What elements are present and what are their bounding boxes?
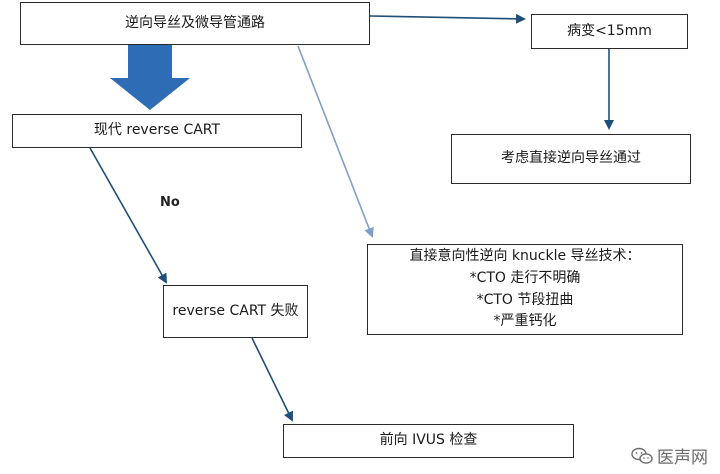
node-modern-reverse-cart-label: 现代 reverse CART xyxy=(93,122,221,139)
arrow-fail-to-ivus xyxy=(251,337,293,422)
node-direct-retrograde-label: 考虑直接逆向导丝通过 xyxy=(501,150,641,167)
node-reverse-cart-failure: reverse CART 失败 xyxy=(163,285,308,338)
node-modern-reverse-cart: 现代 reverse CART xyxy=(12,114,302,148)
node-ivus-exam-label: 前向 IVUS 检查 xyxy=(379,432,478,449)
big-down-arrow xyxy=(110,45,190,110)
node-lesion-length-label: 病变<15mm xyxy=(567,22,652,39)
node-ivus-exam: 前向 IVUS 检查 xyxy=(283,424,574,458)
watermark: 医声网 xyxy=(631,443,708,468)
node-reverse-cart-failure-label: reverse CART 失败 xyxy=(172,302,299,319)
arrow-start-to-knuckle xyxy=(297,45,374,238)
edge-label-no: No xyxy=(160,195,180,210)
wechat-icon xyxy=(631,447,653,465)
node-lesion-length: 病变<15mm xyxy=(531,14,688,49)
node-retrograde-access-label: 逆向导丝及微导管通路 xyxy=(125,14,265,31)
node-direct-retrograde: 考虑直接逆向导丝通过 xyxy=(451,134,691,184)
watermark-text: 医声网 xyxy=(657,448,708,468)
node-retrograde-access: 逆向导丝及微导管通路 xyxy=(20,2,370,45)
arrow-cart-to-fail xyxy=(89,147,167,284)
node-knuckle-technique: 直接意向性逆向 knuckle 导丝技术： *CTO 走行不明确 *CTO 节段… xyxy=(367,244,683,335)
knuckle-item: *CTO 节段扭曲 xyxy=(476,291,574,308)
knuckle-title: 直接意向性逆向 knuckle 导丝技术： xyxy=(409,248,641,265)
knuckle-item: *严重钙化 xyxy=(493,313,557,330)
knuckle-item: *CTO 走行不明确 xyxy=(469,269,581,286)
arrow-start-to-lesion xyxy=(369,13,526,24)
